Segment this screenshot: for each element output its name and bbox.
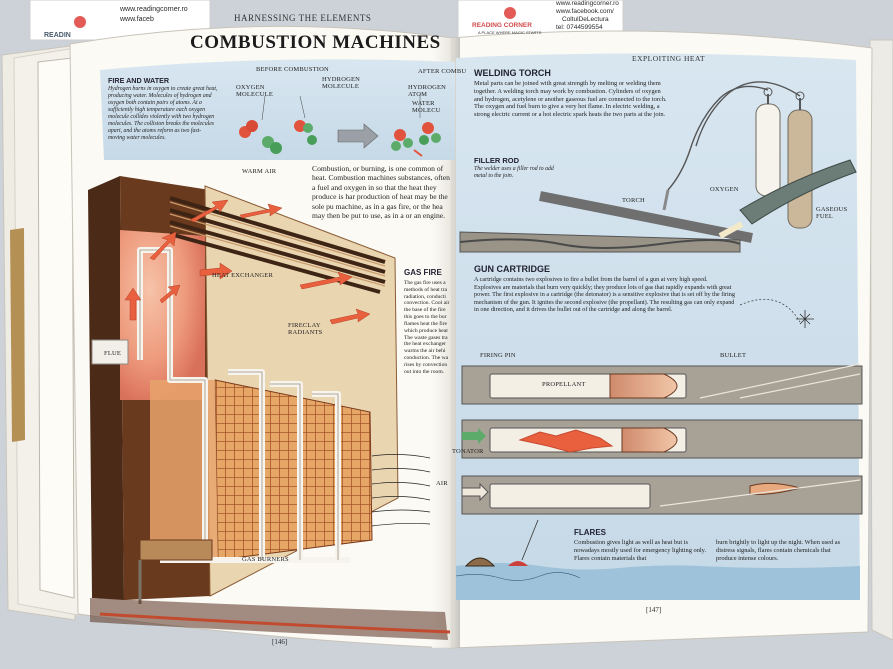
oxygen-molecule-label: Oxygen Molecule	[236, 84, 273, 98]
fire-wall-left	[88, 176, 124, 600]
reaction-arrow	[337, 123, 379, 149]
fire-and-water-heading: Fire and Water	[108, 76, 170, 85]
fireclay-radiants-label: Fireclay Radiants	[288, 322, 323, 336]
page-stack-edge-illustration	[10, 228, 25, 442]
warm-air-label: Warm Air	[242, 168, 277, 175]
cartridge-row-3	[461, 475, 863, 515]
muzzle-spark	[796, 310, 814, 328]
filler-rod-heading: Filler Rod	[474, 156, 519, 165]
torch-label: Torch	[622, 197, 645, 204]
bookmark-right-tagline: A PLACE WHERE MAGIC STARTS	[478, 30, 542, 35]
bookmark-right-phone: tel: 0744599554	[556, 24, 603, 31]
cool-air-label: Air	[436, 480, 448, 487]
gas-burners-label: Gas Burners	[242, 556, 289, 563]
cool-air-arrows	[371, 454, 431, 527]
flue-label: Flue	[104, 350, 122, 357]
flares-heading: Flares	[574, 528, 606, 537]
sea	[456, 563, 860, 600]
flue-pipe	[91, 339, 129, 365]
bookmark-right-website: www.readingcorner.ro	[556, 0, 619, 7]
after-combustion-label: After Combu	[418, 68, 467, 75]
bookmark-left-website: www.readingcorner.ro	[120, 6, 188, 13]
bookmark-left-facebook: www.faceb	[120, 16, 154, 23]
hydrogen-molecule-label: Hydrogen Molecule	[322, 76, 361, 90]
filler-rod	[539, 191, 753, 243]
torch-handle	[739, 159, 857, 225]
gas-burner-box	[139, 539, 213, 561]
fire-and-water-text: Hydrogen burns in oxygen to create great…	[108, 86, 218, 142]
flare-stick	[521, 519, 539, 561]
water-molecule-label: Water Molecu	[412, 100, 441, 114]
weld-workpiece	[459, 231, 741, 253]
bookmark-right-facebook: www.facebook.com/	[556, 8, 614, 15]
gun-cartridge-text: A cartridge contains two explosives to f…	[474, 276, 735, 314]
torch-nozzle	[662, 189, 670, 211]
right-page-number: [147]	[646, 606, 662, 614]
combustion-intro: Combustion, or burning, is one common of…	[312, 164, 450, 221]
welding-torch-text: Metal parts can be joined with great str…	[474, 80, 667, 119]
bookmark-left-brand: READIN	[44, 32, 71, 39]
gaseous-fuel-label: Gaseous Fuel	[816, 206, 848, 220]
life-raft	[508, 561, 528, 566]
boat	[464, 557, 496, 567]
torch-flame	[718, 221, 744, 239]
right-running-head: Exploiting Heat	[632, 54, 706, 63]
flame-arrows	[124, 199, 371, 325]
filler-rod-text: The welder uses a filler rod to add meta…	[474, 166, 554, 180]
bookmark-logo-left	[74, 16, 86, 28]
molecules-before	[239, 120, 317, 154]
oxygen-label: Oxygen	[710, 186, 739, 193]
propellant-explosion	[518, 429, 614, 453]
page-stack-right	[869, 39, 893, 641]
left-page-number: [146]	[272, 638, 288, 646]
propellant-label: Propellant	[542, 381, 586, 388]
flares-text-col1: Combustion gives light as well as heat b…	[574, 539, 707, 562]
bookmark-right-handle: ColtulDeLectura	[562, 16, 609, 23]
cartridge-row-2	[461, 419, 863, 459]
torch-hose	[667, 85, 769, 191]
firing-pin-label: Firing Pin	[480, 352, 516, 359]
gun-cartridge-heading: Gun Cartridge	[474, 264, 550, 274]
cartridge-row-1	[461, 363, 863, 405]
bullet-label: Bullet	[720, 352, 747, 359]
floor-shadow	[90, 598, 448, 640]
gas-fire-heading: Gas Fire	[404, 268, 442, 277]
left-running-head: Harnessing the Elements	[234, 13, 372, 23]
molecules-after	[391, 122, 441, 157]
detonator-label: tonator	[452, 448, 484, 455]
page-title: Combustion Machines	[190, 32, 441, 53]
heat-exchanger-label: Heat Exchanger	[212, 272, 273, 279]
bookmark-logo-right	[504, 7, 516, 19]
bookmark-right-brand: READING CORNER	[472, 22, 532, 29]
welding-torch-heading: Welding Torch	[474, 68, 551, 78]
before-combustion-label: Before Combustion	[256, 66, 329, 73]
heat-exchanger-louvers	[169, 196, 386, 294]
gas-fire-text: The gas fire uses a methods of heat tra …	[404, 280, 450, 375]
flares-text-col2: burn brightly to light up the night. Whe…	[716, 539, 841, 562]
hydrogen-atom-label: Hydrogen Atom	[408, 84, 447, 98]
